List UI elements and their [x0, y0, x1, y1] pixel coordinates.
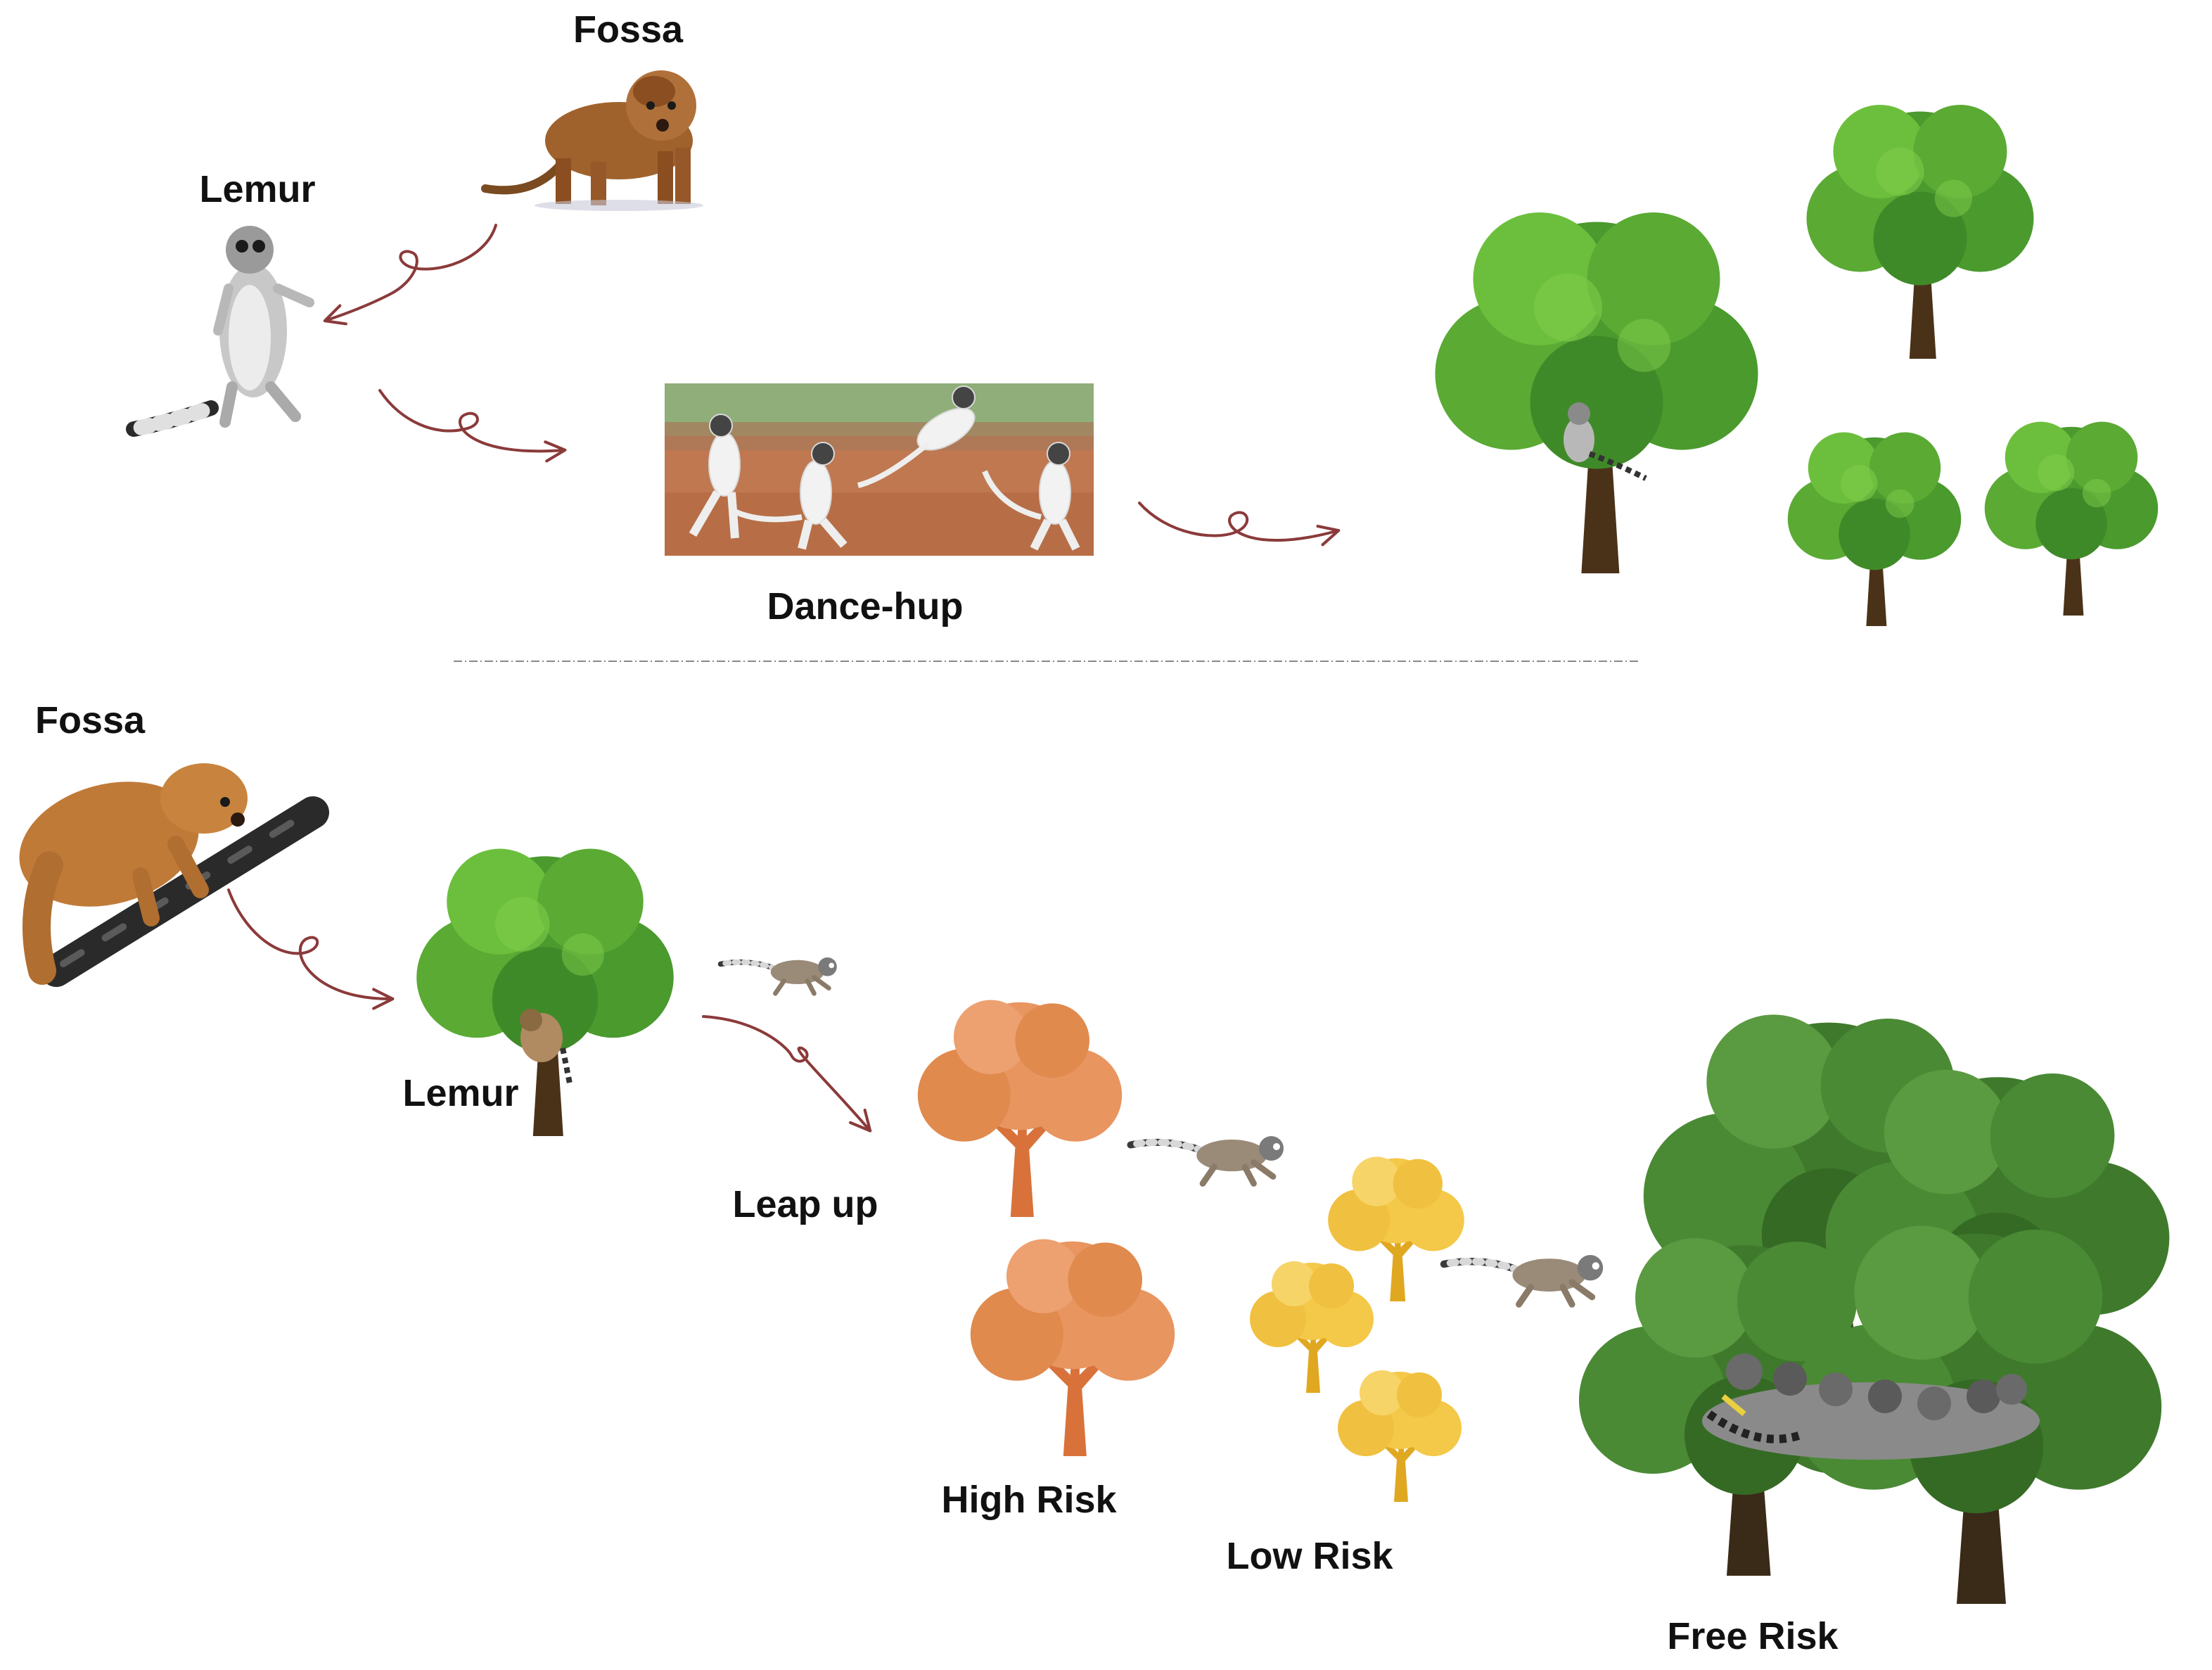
- free-risk-forest: [1579, 1014, 2170, 1604]
- arrow-fossa-to-tree: [227, 888, 395, 1010]
- fossa-top-image: [481, 70, 703, 211]
- high-risk-tree-1: [917, 1000, 1123, 1217]
- tree-small-left: [1787, 432, 1962, 626]
- low-risk-tree-3: [1338, 1370, 1462, 1502]
- lemur-top-label: Lemur: [199, 168, 315, 210]
- arrow-dance-to-trees: [1138, 502, 1341, 547]
- large-tree-with-lemur: [1435, 212, 1758, 573]
- fossa-top-label: Fossa: [573, 8, 684, 51]
- lemur-top-image: [126, 226, 314, 437]
- leap-up-label: Leap up: [732, 1183, 878, 1225]
- fossa-bottom-label: Fossa: [35, 699, 146, 741]
- lemur-group-image: [1702, 1353, 2040, 1460]
- lemur-bottom-label: Lemur: [402, 1072, 518, 1114]
- fossa-bottom-image: [19, 763, 329, 987]
- lemur-in-tree: [1564, 402, 1647, 481]
- lemur-climbing-image: [520, 1009, 573, 1084]
- tree-small-right: [1984, 421, 2159, 616]
- free-risk-label: Free Risk: [1667, 1615, 1839, 1657]
- leaping-lemur-3: [1444, 1255, 1603, 1304]
- low-risk-tree-2: [1250, 1261, 1374, 1393]
- dance-hup-photo: [665, 383, 1094, 556]
- high-risk-tree-2: [970, 1239, 1175, 1456]
- arrow-fossa-to-lemur: [323, 224, 497, 326]
- low-risk-label: Low Risk: [1226, 1535, 1393, 1577]
- arrow-lemur-to-dance: [378, 389, 567, 463]
- leaping-lemur-2: [1131, 1136, 1284, 1184]
- arrow-leap-up: [702, 1015, 872, 1133]
- dance-hup-label: Dance-hup: [767, 585, 963, 627]
- tree-top-right: [1806, 105, 2034, 359]
- leaping-lemur-1: [721, 957, 837, 993]
- high-risk-label: High Risk: [941, 1479, 1117, 1521]
